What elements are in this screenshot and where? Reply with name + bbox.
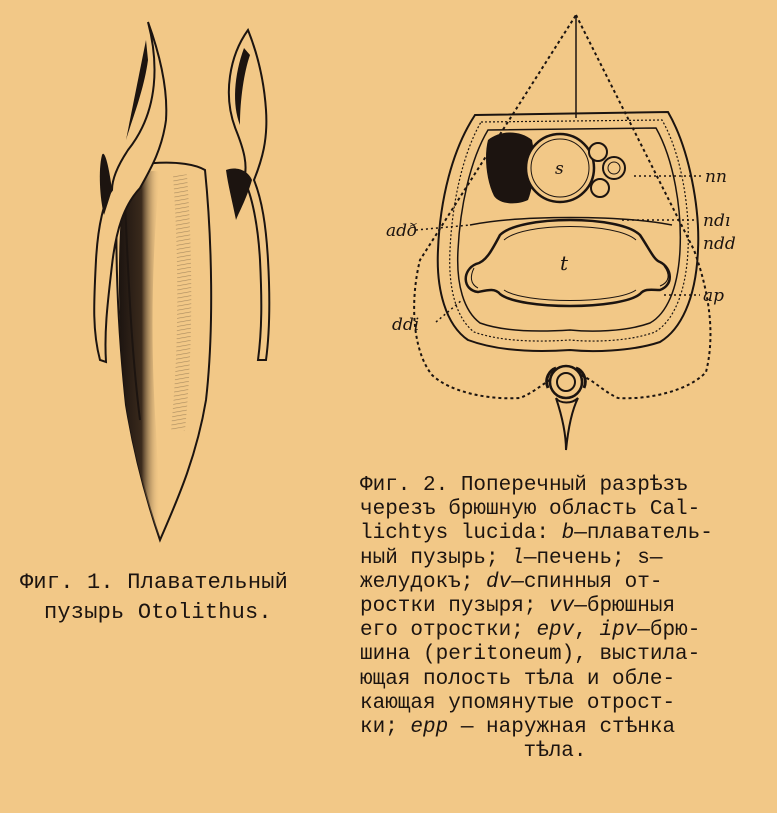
figure1-caption: Фиг. 1. Плавательный пузырь Otolithus. [20,568,340,628]
caption-segment: —плаватель- [574,522,713,546]
figure2-caption-line: его отростки; epv, ipv—брю- [360,619,760,643]
caption-segment: его отростки; [360,619,537,643]
caption-segment: l [511,546,524,570]
intestine-2 [602,156,626,180]
caption-segment: , [574,619,600,643]
bladder-shading [118,170,160,541]
liver [486,132,535,204]
figure2-caption-line: желудокъ; dv—спинныя от- [360,571,760,595]
label-ndd: ndd [703,234,736,254]
caption-segment: ный пузырь; [360,546,512,570]
caption-segment: —брюшныя [574,595,676,619]
cavity-outline-outer [436,110,700,353]
caption-segment: кающая упомянутые отрост- [360,691,676,715]
figure2-caption-line: тѣла. [360,740,760,764]
swim-bladder [464,218,671,308]
caption-segment: — наружная стѣнка [448,716,676,740]
caption-segment: ipv [599,619,638,643]
caption-segment: dv [486,570,512,594]
label-ndi: ndı [703,211,730,231]
label-t: t [560,251,569,275]
caption-segment: epp [410,716,449,740]
label-ap: ap [703,286,724,306]
caption-segment: —брю- [637,619,701,643]
figure2-caption-line: кающая упомянутые отрост- [360,692,760,716]
figure2-caption-line: ный пузырь; l—печень; s— [360,547,760,571]
intestine-1 [588,142,608,162]
label-nn: nn [705,167,727,187]
caption-segment: epv [536,619,575,643]
intestine-3 [590,178,610,198]
stomach [524,132,596,204]
caption-segment: ющая полость тѣла и обле- [360,667,676,691]
caption-segment: ки; [360,716,411,740]
caption-segment: Фиг. 2. Поперечный разрѣзъ [360,474,688,497]
caption-segment: ростки пузыря; [360,595,550,619]
caption-segment: желудокъ; [360,570,487,594]
figure2-caption-line: Фиг. 2. Поперечный разрѣзъ [360,474,760,498]
figure2-caption-line: lichtys lucida: b—плаватель- [360,522,760,546]
label-s: s [555,159,564,179]
figure2-caption-line: ющая полость тѣла и обле- [360,668,760,692]
figure1-caption-line2: пузырь Otolithus. [44,600,272,625]
caption-segment: шина (peritoneum), выстила- [360,643,701,667]
figure2-caption-line: шина (peritoneum), выстила- [360,643,760,667]
caption-segment: lichtys lucida: [360,522,562,546]
caption-segment: b [561,522,575,546]
label-add: adð [386,221,417,241]
caption-segment: тѣла. [523,740,587,764]
figure2-caption-line: ки; epp — наружная стѣнка [360,716,760,740]
caption-segment: vv [549,595,575,619]
vertebra [548,364,584,400]
caption-segment: —печень; s— [523,546,663,570]
caption-segment: —спинныя от- [511,570,663,594]
figure2-caption-line: черезъ брюшную область Cal- [360,498,760,522]
left-horn [93,21,168,364]
caption-segment: черезъ брюшную область Cal- [360,498,701,522]
figure1-caption-line1: Фиг. 1. Плавательный [20,570,289,595]
spine-process [555,397,579,451]
figure2-caption-line: ростки пузыря; vv—брюшныя [360,595,760,619]
label-ddi: ddi [392,315,419,335]
